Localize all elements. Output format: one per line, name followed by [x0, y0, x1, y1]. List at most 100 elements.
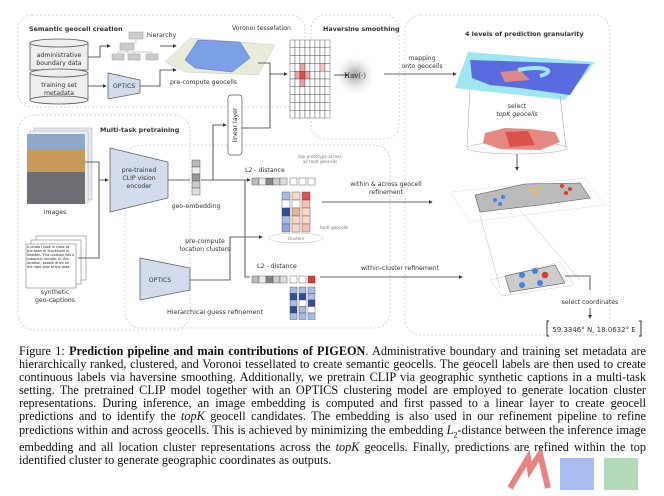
grid-cell [289, 55, 296, 64]
grid-cell [314, 102, 321, 111]
grid-cell [304, 78, 311, 88]
grid-cell [309, 47, 316, 56]
grid-cell [309, 63, 316, 72]
clip-label-2: CLIP vision [122, 175, 155, 182]
distance-row-cluster [251, 275, 316, 284]
grid-cell [289, 70, 296, 80]
grid-cell [304, 39, 311, 49]
grid-cell [299, 109, 306, 119]
grid-cell [289, 109, 296, 119]
select-topk-label: topK geocells [496, 110, 538, 118]
cluster-dot [501, 195, 505, 199]
images-stack [27, 127, 93, 204]
cluster-dot [568, 187, 572, 191]
geocell-refinement-layer [449, 177, 606, 223]
caption-text: . Administrative boundary and training s… [19, 344, 646, 424]
distance-cell [279, 177, 288, 186]
grid-cell [314, 86, 321, 95]
grid-cell [314, 55, 321, 64]
distance-cell [258, 177, 267, 186]
grid-cell [304, 70, 311, 80]
grid-cell [294, 102, 301, 111]
caption-text-2: geocell candidates. The embedding is als… [19, 409, 646, 437]
grid-cell [309, 86, 316, 95]
grid-cell [294, 109, 301, 119]
grid-cell [319, 109, 326, 119]
clip-label-3: encoder [126, 183, 152, 190]
cluster-refinement-layer [489, 261, 575, 297]
cluster-cell [291, 215, 301, 225]
prototype-cell [298, 177, 307, 186]
refinement-box [124, 144, 391, 329]
grid-cell [309, 109, 316, 119]
mapping-label: mapping [408, 55, 435, 62]
grid-cell [324, 39, 331, 49]
grid-cell [319, 47, 326, 56]
grid-cell [299, 63, 306, 72]
grid-cell [289, 78, 296, 88]
l2-distance-label: L2 - distance [245, 167, 285, 174]
grid-cell [319, 94, 326, 103]
top-prototype-label: top prototype across [298, 154, 341, 159]
grid-cell [324, 47, 331, 56]
hierarchy-label: hierarchy [147, 32, 177, 39]
grid-cell [309, 78, 316, 88]
output-coordinates: 59.3346° N, 18.0632° E [552, 326, 635, 334]
grid-cell [324, 63, 331, 72]
grid-cell [289, 63, 296, 72]
cluster-cell [281, 191, 291, 201]
within-across-label: within & across geocell [350, 181, 422, 188]
grid-cell [294, 94, 301, 103]
caption-topk-2: topK [335, 440, 360, 455]
caption-topk: topK [181, 409, 205, 424]
grid-cell [304, 102, 311, 111]
distance-cell [265, 177, 274, 186]
grid-cell [294, 70, 301, 80]
within-cluster-label: within-cluster refinement [361, 265, 440, 272]
captions-label-2: geo-captions [35, 297, 75, 304]
distance-cell [279, 275, 288, 284]
grid-cell [324, 78, 331, 88]
caption-card-text: A photo I took in close to the town of S… [27, 245, 75, 269]
caption-prefix: Figure 1: [19, 344, 70, 358]
prototype-cell [289, 177, 298, 186]
distance-cell [265, 275, 274, 284]
grid-cell [319, 63, 326, 72]
cluster-columns [289, 286, 316, 320]
cluster-dot [533, 192, 537, 196]
cluster-cell [281, 223, 291, 233]
optics-top [107, 72, 141, 100]
cluster-cell [291, 191, 301, 201]
grid-cell [304, 86, 311, 95]
cluster-cell [301, 215, 311, 225]
database-icon-admin [29, 38, 89, 105]
precompute-clusters-label: pre-compute [185, 238, 225, 245]
caption-l2-sub: 2 [453, 430, 458, 439]
cluster-column-cell [298, 312, 307, 320]
grid-cell [294, 78, 301, 88]
geo-embedding-label: geo-embedding [172, 203, 221, 210]
haversine-function: Hav(·) [344, 72, 366, 80]
cluster-column-cell [298, 293, 307, 301]
cluster-cell [281, 207, 291, 217]
grid-cell [319, 78, 326, 88]
linear-layer-label: linear layer [232, 107, 239, 142]
cluster-column-cell [298, 299, 307, 307]
distance-cell [251, 275, 260, 284]
optics-top-label: OPTICS [113, 83, 136, 90]
distance-row-geocell [251, 177, 316, 186]
grid-cell [289, 39, 296, 49]
cluster-cell [301, 191, 311, 201]
prototype-cell [307, 275, 316, 284]
embedding-cell [191, 173, 201, 182]
section-title-haversine: Haversine smoothing [323, 25, 400, 33]
grid-cell [299, 39, 306, 49]
cluster-column-cell [307, 306, 316, 314]
pipeline-figure: Semantic geocell creation administrative… [17, 14, 642, 337]
caption-title: Prediction pipeline and main contributio… [69, 344, 366, 358]
prototype-cell [298, 275, 307, 284]
grid-cell [289, 86, 296, 95]
images-label: images [44, 209, 67, 216]
admin-data-label-2: boundary data [36, 60, 82, 67]
cluster-dot [536, 186, 540, 190]
